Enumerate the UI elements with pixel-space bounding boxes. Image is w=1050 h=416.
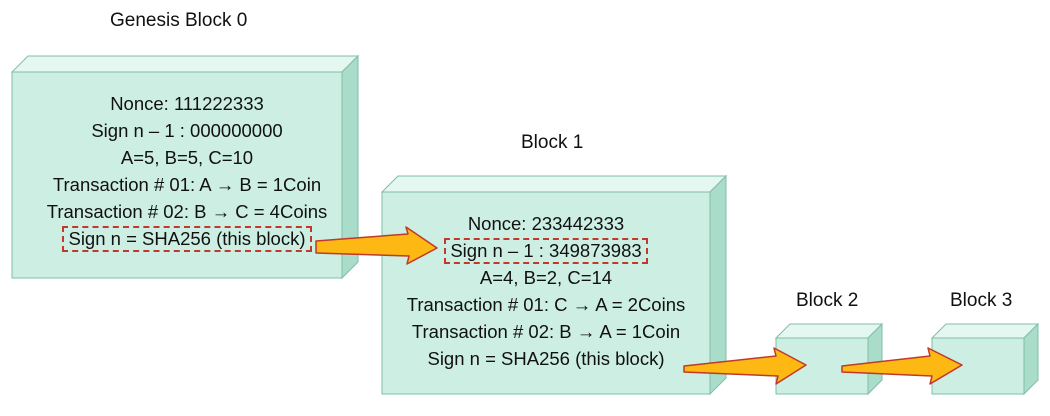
block1-transaction-02: Transaction # 02: B → A = 1Coin	[411, 321, 681, 342]
genesis-block-content: Nonce: 111222333 Sign n – 1 : 000000000 …	[12, 90, 362, 252]
block3-top	[930, 323, 1040, 339]
block2-top	[774, 323, 884, 339]
block1-prev-sign-highlight: Sign n – 1 : 349873983	[444, 238, 648, 264]
block1-balances: A=4, B=2, C=14	[479, 267, 613, 288]
genesis-block-cube	[10, 54, 360, 280]
block2-title: Block 2	[796, 290, 859, 311]
genesis-nonce: Nonce: 111222333	[110, 93, 264, 114]
genesis-block-title: Genesis Block 0	[110, 10, 248, 31]
block1-top	[380, 175, 728, 193]
genesis-transaction-02: Transaction # 02: B → C = 4Coins	[46, 201, 328, 222]
arrow-genesis-to-block1	[315, 226, 438, 265]
block1-sign: Sign n = SHA256 (this block)	[427, 348, 665, 369]
genesis-prev-sign: Sign n – 1 : 000000000	[91, 120, 283, 141]
block3-title: Block 3	[950, 290, 1013, 311]
block1-face	[381, 191, 711, 395]
genesis-sign-highlight: Sign n = SHA256 (this block)	[62, 226, 312, 252]
block1-title: Block 1	[521, 132, 584, 153]
genesis-balances: A=5, B=5, C=10	[120, 147, 254, 168]
block1-transaction-01: Transaction # 01: C → A = 2Coins	[406, 294, 686, 315]
block1-cube	[380, 174, 728, 396]
arrow-block2-to-block3	[841, 347, 963, 385]
genesis-block-top	[10, 55, 360, 73]
genesis-transaction-01: Transaction # 01: A → B = 1Coin	[52, 174, 322, 195]
arrow-block1-to-block2	[683, 347, 807, 385]
genesis-block-face	[11, 71, 343, 279]
block1-nonce: Nonce: 233442333	[467, 213, 625, 234]
block1-content: Nonce: 233442333 Sign n – 1 : 349873983 …	[382, 210, 710, 372]
